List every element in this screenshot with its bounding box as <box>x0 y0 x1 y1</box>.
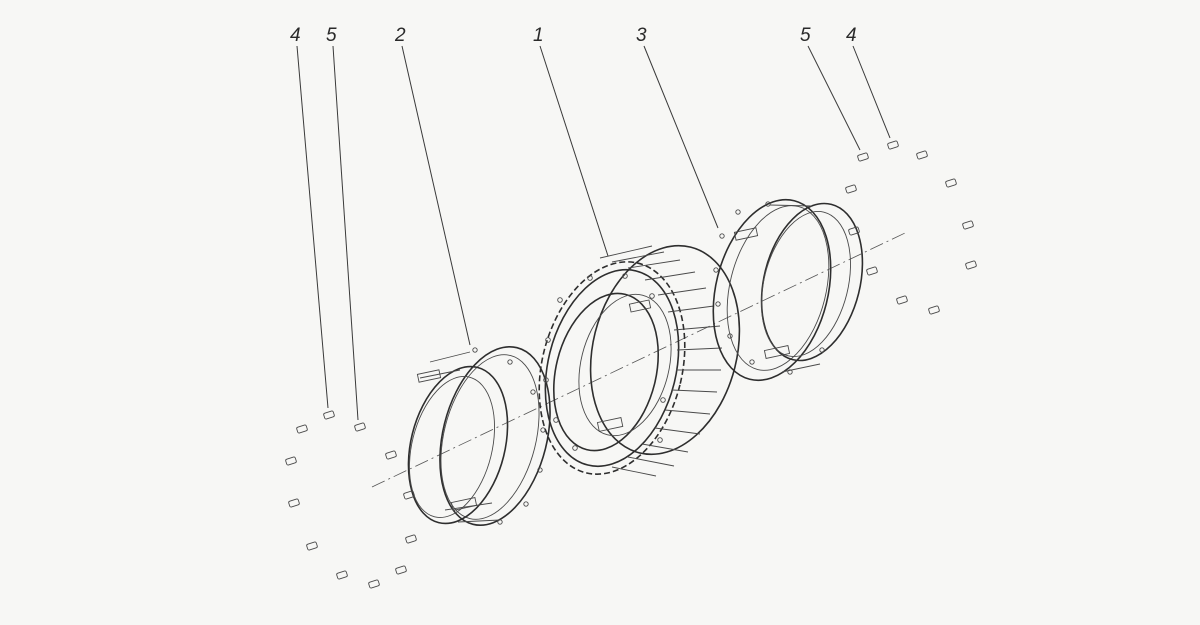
center-axis <box>371 232 906 488</box>
leader-lines <box>296 45 891 421</box>
part-2-left-flange <box>407 346 551 526</box>
left-bolts <box>285 410 417 589</box>
leader-5-right <box>807 45 861 151</box>
right-bolts <box>845 140 977 315</box>
part-1-gear-wheel <box>538 244 741 477</box>
callout-2: 2 <box>394 25 406 46</box>
part-3-right-flange <box>712 198 864 382</box>
leader-4-left <box>296 45 329 409</box>
leader-2 <box>401 45 471 346</box>
callout-4-right: 4 <box>846 25 857 46</box>
callout-3: 3 <box>636 25 647 46</box>
leader-3 <box>643 45 719 229</box>
callout-1: 1 <box>533 25 544 46</box>
leader-4-right <box>852 45 891 139</box>
leader-1 <box>539 45 609 257</box>
leader-5-left <box>332 45 359 421</box>
callout-4-left: 4 <box>290 25 301 46</box>
callout-5-right: 5 <box>800 25 811 46</box>
callout-5-left: 5 <box>326 25 337 46</box>
